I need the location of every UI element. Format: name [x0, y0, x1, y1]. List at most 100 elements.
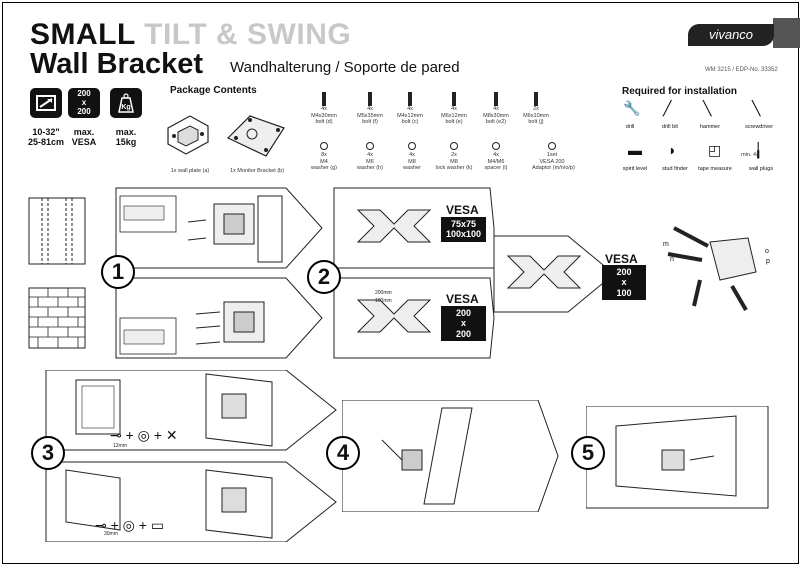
spec-screen-size: 10-32" 25-81cm	[27, 127, 65, 147]
bolt-desc: M6x10mm bolt (j)	[523, 112, 549, 126]
step-1-number: 1	[101, 255, 135, 289]
dim-200mm: 200mm	[375, 290, 392, 296]
bolt-icon	[534, 92, 538, 106]
washer-qty: 4x	[409, 152, 415, 158]
bolt-qty: 4x	[321, 106, 327, 112]
wall-plate-label: 1x wall plate (a)	[170, 168, 210, 174]
tool-label: wall plugs	[748, 166, 774, 172]
step5-panel	[586, 406, 769, 509]
title-word-tilt-swing: TILT & SWING	[144, 18, 352, 51]
washer-icon	[320, 142, 328, 150]
title-line1: SMALL TILT & SWING	[30, 18, 351, 52]
title-line2: Wall Bracket	[30, 48, 203, 80]
step4-panel	[342, 400, 559, 512]
bolt-icon	[452, 92, 456, 106]
bolt-icon	[494, 92, 498, 106]
tool-label: spirit level	[622, 166, 648, 172]
spirit-level-icon: ▬	[628, 142, 642, 158]
washer-desc: M8 lock washer (k)	[435, 158, 473, 172]
brick-wall-icon	[28, 287, 86, 349]
bolt-icon	[408, 92, 412, 106]
drill-icon: 🔧	[623, 100, 641, 116]
step-3-number: 3	[31, 436, 65, 470]
brand-tab	[773, 18, 800, 48]
bolt-qty: 2x	[533, 106, 539, 112]
washer-icon	[450, 142, 458, 150]
bolt-qty: 4x	[493, 106, 499, 112]
step2-panels	[333, 187, 615, 359]
wall-plugs-qty: min. 4x	[741, 152, 759, 158]
part-number: WM 3215 / EDP-No. 33352	[705, 67, 778, 73]
vesa-box-200-200: 200 x 200	[441, 306, 486, 342]
long-screw-plus-spacer: ⊸ + ◎ + ▭	[95, 517, 165, 533]
dim-100mm: 100mm	[375, 298, 392, 304]
tool-label: stud finder	[662, 166, 688, 172]
bolt-qty: 4x	[451, 106, 457, 112]
step-5-number: 5	[571, 436, 605, 470]
subtitle: Wandhalterung / Soporte de pared	[230, 59, 460, 76]
bolt-desc: M4x12mm bolt (c)	[397, 112, 423, 126]
title-word-small: SMALL	[30, 18, 136, 51]
vesa-box-200-100: 200 x 100	[602, 265, 646, 301]
label-p: p	[766, 258, 770, 265]
washer-icon	[366, 142, 374, 150]
step-2-number: 2	[307, 260, 341, 294]
washer-desc: M4/M6 spacer (i)	[484, 158, 508, 172]
bolt-desc: M6x12mm bolt (e)	[441, 112, 467, 126]
label-n: n	[670, 256, 674, 263]
dim-12mm: 12mm	[113, 443, 127, 449]
washer-icon	[492, 142, 500, 150]
drill-bit-icon: ╱	[663, 100, 672, 116]
label-m: m	[663, 241, 669, 248]
tool-label: tape measure	[698, 166, 732, 172]
tool-label: drill	[625, 124, 635, 130]
washer-qty: 2x	[451, 152, 457, 158]
drywall-icon	[28, 197, 86, 265]
tool-label: drill bit	[662, 124, 678, 130]
vesa-label-3: VESA	[605, 252, 638, 266]
screw-plus-washer: ⊸ + ◎ + ✕	[110, 427, 178, 443]
tool-label: screwdriver	[744, 124, 774, 130]
dim-30mm: 30mm	[104, 531, 118, 537]
washer-qty: 4x	[367, 152, 373, 158]
bolt-qty: 4x	[367, 106, 373, 112]
wall-plugs-icon: ╽	[754, 142, 763, 158]
bolt-desc: M8x30mm bolt (e2)	[483, 112, 509, 126]
washer-qty: 1set	[546, 152, 558, 158]
washer-desc: M4 washer (g)	[311, 158, 337, 172]
bolt-desc: M5x35mm bolt (f)	[357, 112, 383, 126]
monitor-bracket-label: 1x Monitor Bracket (b)	[229, 168, 285, 174]
bolt-icon	[368, 92, 372, 106]
step3-panels	[45, 370, 337, 542]
label-o: o	[765, 248, 769, 255]
vesa-adaptor-drawing	[667, 226, 757, 312]
spec-max-weight: max. 15kg	[115, 127, 137, 147]
monitor-bracket-drawing	[226, 115, 285, 157]
washer-desc: M6 washer (h)	[357, 158, 383, 172]
bolt-icon	[322, 92, 326, 106]
tape-measure-icon: ◰	[708, 142, 722, 158]
vesa-label-2: VESA	[446, 292, 479, 306]
spec-max-vesa: max. VESA	[71, 127, 97, 147]
washer-qty: 8x	[321, 152, 327, 158]
stud-finder-icon: ◗	[668, 142, 677, 158]
washer-desc: M8 washer	[403, 158, 421, 172]
washer-icon	[408, 142, 416, 150]
tool-label: hammer	[699, 124, 721, 130]
brand-logo: vivanco	[688, 24, 774, 46]
vesa-icon: 200 x 200	[68, 88, 100, 118]
bolt-qty: 4x	[407, 106, 413, 112]
package-heading: Package Contents	[170, 85, 257, 96]
washer-icon	[548, 142, 556, 150]
